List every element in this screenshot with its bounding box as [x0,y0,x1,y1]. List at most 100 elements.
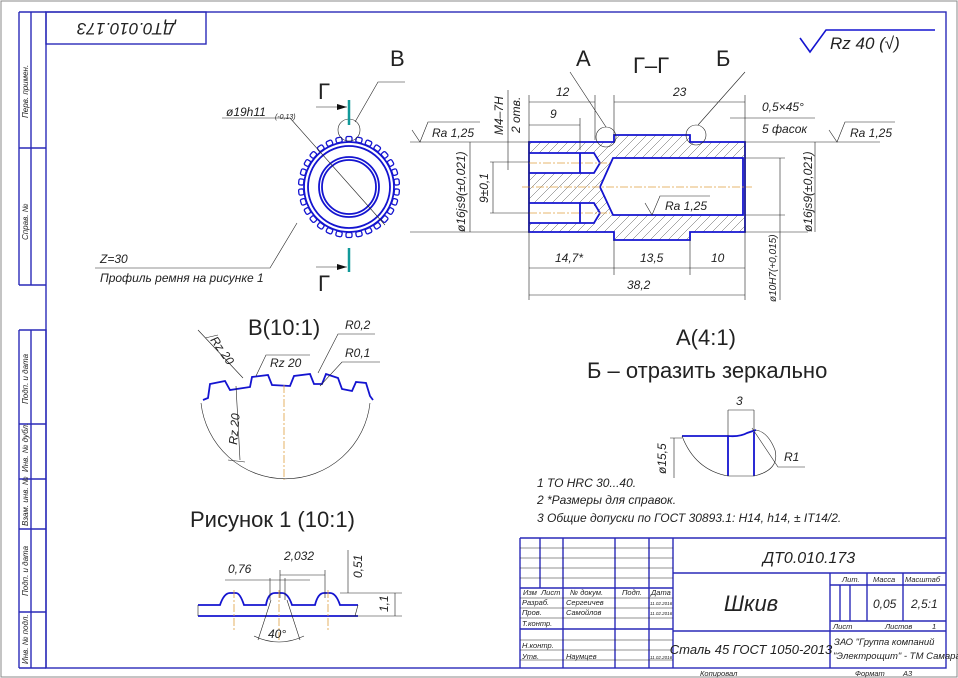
role-name: Сергеичев [566,598,604,607]
hatch-line [662,135,745,240]
side-label: Взам. инв. № [21,476,30,526]
section-mark-top: Г [318,79,330,104]
hatch-line [689,135,745,240]
diameter-right: ø16js9(±0,021) [801,151,815,232]
side-label: Справ. № [21,203,30,240]
hatch-line [590,135,707,240]
side-label: Инв. № дубл. [21,423,30,472]
role-name: Самойлов [566,608,602,617]
thread-count: 2 отв. [509,97,523,134]
side-label: Инв. № подл. [21,614,30,664]
figure-1: Рисунок 1 (10:1) 0,76 2,032 0,51 1,1 40° [190,507,402,643]
detail-a: А(4:1) Б – отразить зеркально 3 ø15,5 R1 [587,325,827,478]
part-name: Шкив [724,591,778,616]
left-margin-strip: Перв. примен. Справ. № Подп. и дата Инв.… [18,11,47,669]
hatch-line [529,135,617,240]
hatch-line [529,135,626,240]
hatch-line [635,135,745,240]
hatch-line [545,135,662,240]
hatch-line [653,135,745,240]
role: Пров. [522,608,542,617]
pulley-teeth [297,135,401,239]
diameter-left: ø16js9(±0,021) [454,151,468,232]
scale-label: Масштаб [905,575,941,584]
role-name: Наумцев [566,652,597,661]
roughness-left: Ra 1,25 [432,126,474,140]
header-doc-no: № докум. [570,588,603,597]
hatch-line [529,135,554,240]
header-sign: Подп. [622,588,642,597]
role: Н.контр. [522,641,554,650]
rz-3: Rz 20 [226,412,243,445]
lit-label: Лит. [841,575,860,584]
role-date: 11.02.2016 [650,655,673,660]
sheet-label: Лист [832,622,852,631]
dim-10: 10 [711,251,725,265]
pulley-tooth [345,231,353,239]
hatch-line [554,135,671,240]
hole-spacing: 9±0,1 [477,173,491,203]
hatch-line [572,135,689,240]
r-01: R0,1 [345,346,370,360]
section-view: Ra 1,25 Ra 1,25 Ra 1,25 Г–Г А Б 12 9 23 … [410,46,895,302]
material: Сталь 45 ГОСТ 1050-2013 [670,642,833,657]
hatch-line [617,135,734,240]
hatch-line [680,135,745,240]
dim-0-76: 0,76 [228,562,252,576]
bore-diameter: ø10H7(+0,015) [768,234,779,302]
section-hatching [529,130,886,245]
detail-v: В(10:1) Rz 20 Rz 20 Rz 20 R0,2 R0,1 [197,315,380,480]
title-block: Изм Лист № докум. Подп. Дата Разраб. Сер… [519,537,958,678]
hatch-line [608,135,725,240]
hatch-line [529,135,608,240]
hatch-line [771,130,886,245]
note: 3 Общие допуски по ГОСТ 30893.1: H14, h1… [537,511,841,525]
designation: ДТ0.010.173 [761,550,855,567]
detail-mark-v: В [390,46,405,71]
scale-value: 2,5:1 [910,597,938,611]
dim-2-032: 2,032 [283,549,314,563]
mark-b: Б [716,46,730,71]
figure1-title: Рисунок 1 (10:1) [190,507,355,532]
note: 1 ТО HRC 30...40. [537,476,636,490]
dim-38-2: 38,2 [627,278,651,292]
hatch-line [626,135,743,240]
dim-14-7: 14,7* [555,251,583,265]
dim-12: 12 [556,85,570,99]
thread: M4–7H [492,96,506,135]
hatch-line [716,135,745,240]
hatch-line [671,135,745,240]
sheets-label: Листов [884,622,912,631]
detail-v-title: В(10:1) [248,315,320,340]
note: 2 *Размеры для справок. [536,493,676,507]
dim-1-1: 1,1 [377,595,391,612]
header-date: Дата [650,588,671,597]
diameter-15-5: ø15,5 [655,443,669,474]
roughness-general-text: Rz 40 (√) [830,34,900,53]
stamp-top-text: ДТ0.010.173 [76,19,177,38]
hatch-line [529,135,590,240]
format-value: А3 [902,669,913,678]
hatch-line [529,135,599,240]
side-label: Подп. и дата [21,545,30,596]
hatch-line [529,135,644,240]
copied-label: Копировал [700,669,738,678]
company-line2: "Электрощит" - ТМ Самара" [833,651,958,662]
roughness-right: Ra 1,25 [850,126,892,140]
mass-label: Масса [873,575,895,584]
hatch-line [563,135,680,240]
rz-2: Rz 20 [270,356,302,370]
profile-note: Профиль ремня на рисунке 1 [100,271,264,285]
hatch-line [529,135,563,240]
chamfer-count: 5 фасок [762,122,808,136]
mass-value: 0,05 [873,597,897,611]
hatch-line [734,135,745,240]
radius-r1: R1 [784,450,799,464]
section-title: Г–Г [633,53,669,78]
hatch-line [529,135,635,240]
hatch-line [707,135,745,240]
dim-3: 3 [736,394,743,408]
hatch-line [698,135,745,240]
